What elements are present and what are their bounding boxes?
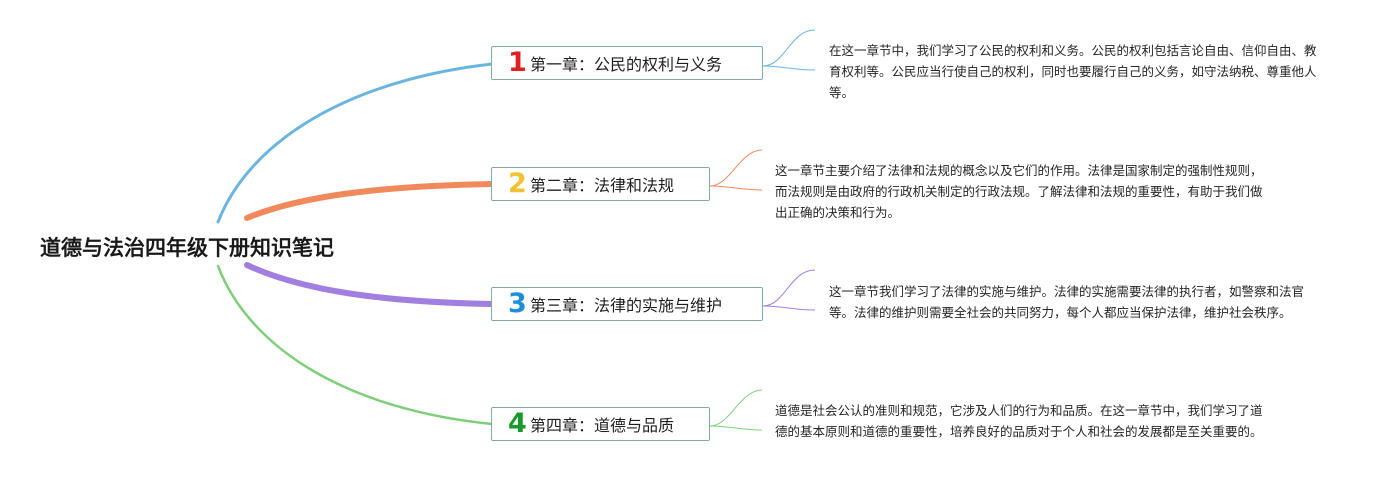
number-2-icon: 2 bbox=[508, 168, 527, 199]
number-3-icon: 3 bbox=[508, 288, 527, 319]
branch-connector-1 bbox=[216, 62, 494, 224]
detail-connector-3 bbox=[762, 269, 816, 311]
branch-connector-2 bbox=[244, 181, 495, 221]
topic-label: 第二章：法律和法规 bbox=[530, 176, 675, 195]
topic-description-2[interactable]: 这一章节主要介绍了法律和法规的概念以及它们的作用。法律是国家制定的强制性规则，而… bbox=[775, 163, 1263, 220]
topic-chapter-3[interactable]: 3 第三章：法律的实施与维护 bbox=[491, 287, 763, 321]
topic-description-1[interactable]: 在这一章节中，我们学习了公民的权利和义务。公民的权利包括言论自由、信仰自由、教育… bbox=[829, 43, 1317, 100]
detail-connector-1 bbox=[762, 29, 816, 71]
topic-description-4[interactable]: 道德是社会公认的准则和规范，它涉及人们的行为和品质。在这一章节中，我们学习了道德… bbox=[775, 403, 1263, 439]
root-topic[interactable]: 道德与法治四年级下册知识笔记 bbox=[40, 236, 334, 260]
number-4-icon: 4 bbox=[508, 408, 527, 439]
topic-description-3[interactable]: 这一章节我们学习了法律的实施与维护。法律的实施需要法律的执行者，如警察和法官等。… bbox=[829, 284, 1305, 320]
detail-connector-2 bbox=[709, 149, 763, 191]
topic-chapter-4[interactable]: 4 第四章：道德与品质 bbox=[491, 407, 710, 441]
topic-chapter-2[interactable]: 2 第二章：法律和法规 bbox=[491, 167, 710, 201]
number-1-icon: 1 bbox=[508, 47, 527, 78]
branch-connector-3 bbox=[244, 262, 495, 307]
topic-label: 第一章：公民的权利与义务 bbox=[530, 55, 723, 74]
topic-chapter-1[interactable]: 1 第一章：公民的权利与义务 bbox=[491, 46, 763, 80]
topic-label: 第三章：法律的实施与维护 bbox=[530, 296, 723, 315]
detail-connector-4 bbox=[709, 389, 763, 431]
branch-connector-4 bbox=[216, 264, 494, 426]
topic-label: 第四章：道德与品质 bbox=[530, 416, 675, 435]
